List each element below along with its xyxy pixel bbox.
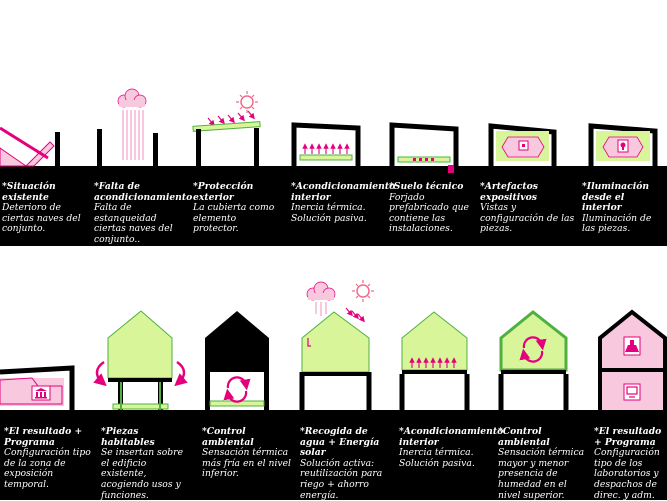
caption-title: *Acondicionamiento interior <box>399 426 504 448</box>
caption-body: Deterioro de ciertas naves del conjunto. <box>2 202 81 235</box>
caption-body: Configuración tipo de la zona de exposic… <box>4 447 91 490</box>
caption-title: *Recogida de agua + Energía solar <box>300 426 380 459</box>
cloud-icon <box>117 88 147 108</box>
caption-title: *Protección exterior <box>193 181 254 203</box>
diagram-exterior-protection <box>192 91 261 166</box>
caption-row2-5: *Acondicionamiento interior Inercia térm… <box>399 426 504 469</box>
diagram-environmental-control-upper <box>498 310 569 410</box>
caption-body: La cubierta como elemento protector. <box>193 202 275 235</box>
diagram-existing-ruin <box>0 126 60 167</box>
ground-band-bottom <box>0 410 667 500</box>
caption-body: Vistas y configuración de las piezas. <box>480 202 575 235</box>
diagram-interior-lighting <box>588 123 658 166</box>
caption-body: Sensación térmica más fría en el nivel i… <box>202 447 291 480</box>
ground-band-top <box>0 166 667 246</box>
diagram-habitable-pieces <box>93 310 188 410</box>
caption-title: *Iluminación desde el interior <box>582 181 650 214</box>
caption-title: *Control ambiental <box>202 426 254 448</box>
flask-icon <box>625 340 639 352</box>
caption-title: *El resultado + Programa <box>594 426 662 448</box>
caption-body: Forjado prefabricado que contiene las in… <box>389 191 469 235</box>
caption-row1-5: *Suelo técnico Forjado prefabricado que … <box>389 181 479 235</box>
caption-title: *Piezas habitables <box>101 426 155 448</box>
caption-row1-1: *Situación existente Deterioro de cierta… <box>2 181 90 235</box>
sun-icon <box>236 91 258 113</box>
cloud-icon <box>306 281 336 301</box>
caption-title: *Falta de acondicionamiento <box>94 181 193 203</box>
caption-title: *El resultado + Programa <box>4 426 83 448</box>
diagram-interior-conditioning <box>291 122 361 166</box>
rain-pattern <box>122 110 144 160</box>
diagram-water-solar <box>299 280 374 410</box>
caption-row2-4: *Recogida de agua + Energía solar Soluci… <box>300 426 394 501</box>
diagram-environmental-control-lower <box>205 311 269 410</box>
caption-body: Solución activa: reutilización para rieg… <box>300 457 383 501</box>
caption-body: Configuración tipo de los laboratorios y… <box>594 447 660 501</box>
diagram-exhibition-artifacts <box>488 123 557 166</box>
caption-row2-6: *Control ambiental Sensación térmica may… <box>498 426 592 501</box>
caption-title: *Artefactos expositivos <box>480 181 538 203</box>
diagram-result-program-labs <box>598 309 667 410</box>
caption-row1-4: *Acondicionamiento interior Inercia térm… <box>291 181 396 224</box>
cycle-icon <box>519 336 547 363</box>
caption-title: *Control ambiental <box>498 426 550 448</box>
diagram-result-program-exhibition <box>0 365 75 410</box>
caption-body: Iluminación de las piezas. <box>582 212 652 235</box>
caption-row1-7: *Iluminación desde el interior Iluminaci… <box>582 181 666 235</box>
caption-title: *Acondicionamiento interior <box>291 181 396 203</box>
caption-row1-6: *Artefactos expositivos Vistas y configu… <box>480 181 576 235</box>
caption-body: Inercia térmica. Solución pasiva. <box>291 202 367 224</box>
diagram-interior-conditioning-2 <box>399 311 470 410</box>
caption-body: Se insertan sobre el edificio existente,… <box>101 447 184 501</box>
cycle-icon <box>223 376 251 403</box>
caption-title: *Situación existente <box>2 181 56 203</box>
caption-row2-3: *Control ambiental Sensación térmica más… <box>202 426 294 480</box>
diagram-lack-conditioning <box>97 88 158 166</box>
caption-row1-2: *Falta de acondicionamiento Falta de est… <box>94 181 193 246</box>
diagram-technical-floor <box>389 122 459 173</box>
computer-icon <box>626 386 638 398</box>
caption-row2-7: *El resultado + Programa Configuración t… <box>594 426 666 501</box>
museum-icon <box>35 388 47 399</box>
caption-row2-1: *El resultado + Programa Configuración t… <box>4 426 94 491</box>
caption-title: *Suelo técnico <box>389 181 464 192</box>
caption-body: Inercia térmica. Solución pasiva. <box>399 447 475 469</box>
caption-body: Falta de estanqueidad ciertas naves del … <box>94 202 173 245</box>
sun-icon <box>352 280 374 302</box>
caption-row1-3: *Protección exterior La cubierta como el… <box>193 181 283 235</box>
caption-body: Sensación térmica mayor y menor presenci… <box>498 447 585 501</box>
caption-row2-2: *Piezas habitables Se insertan sobre el … <box>101 426 193 501</box>
